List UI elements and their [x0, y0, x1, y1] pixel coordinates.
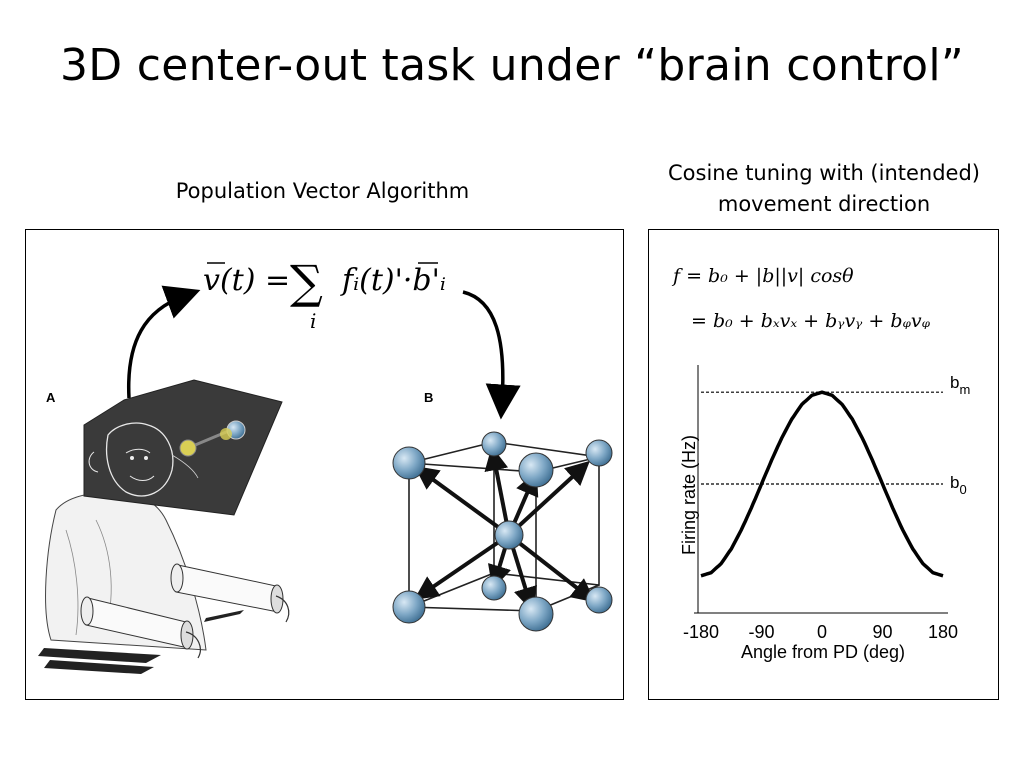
tuning-equation-line2: = b₀ + bₓvₓ + bᵧvᵧ + bᵩvᵩ — [691, 310, 931, 332]
population-vector-panel: v(t) = ∑ i fᵢ(t)'·b'ᵢ A B — [25, 229, 624, 700]
center-out-cube — [392, 431, 613, 632]
sum-symbol: ∑ — [290, 255, 323, 309]
label-b: B — [424, 390, 433, 405]
x-ticks: -180 -90 0 90 180 — [683, 622, 958, 642]
x-tick-label: -180 — [683, 622, 719, 642]
cosine-tuning-figure: f = b₀ + |b||v| cosθ = b₀ + bₓvₓ + bᵧvᵧ … — [671, 265, 970, 662]
tuning-equation-line1: f = b₀ + |b||v| cosθ — [671, 265, 854, 287]
target-sphere-front-top-left — [392, 446, 426, 480]
center-sphere — [494, 520, 524, 550]
population-vector-figure: v(t) = ∑ i fᵢ(t)'·b'ᵢ A B — [38, 255, 613, 674]
cosine-tuning-heading-line1: Cosine tuning with (intended) — [668, 161, 980, 185]
x-tick-label: 180 — [928, 622, 958, 642]
x-tick-label: 0 — [817, 622, 827, 642]
cosine-tuning-heading-line2: movement direction — [717, 192, 931, 216]
label-b0: b0 — [950, 473, 967, 497]
virtual-screen — [83, 379, 283, 516]
x-tick-label: 90 — [872, 622, 892, 642]
target-sphere-back-top-right — [585, 439, 613, 467]
cursor-sphere — [179, 439, 197, 457]
tuning-curve — [700, 390, 944, 578]
x-axis-label: Angle from PD (deg) — [741, 642, 905, 662]
population-vector-heading: Population Vector Algorithm — [175, 179, 470, 203]
target-sphere-back-bottom-left — [481, 575, 507, 601]
pva-equation-lhs: v(t) = — [203, 263, 290, 298]
slide-title: 3D center-out task under “brain control” — [60, 40, 964, 91]
label-a: A — [46, 390, 56, 405]
label-bm: bm — [950, 373, 970, 397]
cosine-tuning-panel: f = b₀ + |b||v| cosθ = b₀ + bₓvₓ + bᵧvᵧ … — [648, 229, 999, 700]
sum-index: i — [310, 309, 316, 333]
y-axis-label: Firing rate (Hz) — [679, 435, 699, 555]
monkey-figure — [38, 491, 290, 674]
target-sphere-back-bottom-right — [585, 586, 613, 614]
curved-arrow-left — [126, 285, 201, 399]
cosine-tuning-heading: Cosine tuning with (intended) movement d… — [640, 158, 1008, 220]
target-sphere-front-top-right — [518, 452, 554, 488]
target-sphere-front-bottom-left — [392, 590, 426, 624]
target-sphere-back-top-left — [481, 431, 507, 457]
target-sphere-front-bottom-right — [518, 596, 554, 632]
curved-arrow-right — [462, 290, 521, 420]
x-tick-label: -90 — [748, 622, 774, 642]
arm-tube-back — [170, 563, 284, 614]
pva-equation-rhs: fᵢ(t)'·b'ᵢ — [340, 263, 446, 298]
